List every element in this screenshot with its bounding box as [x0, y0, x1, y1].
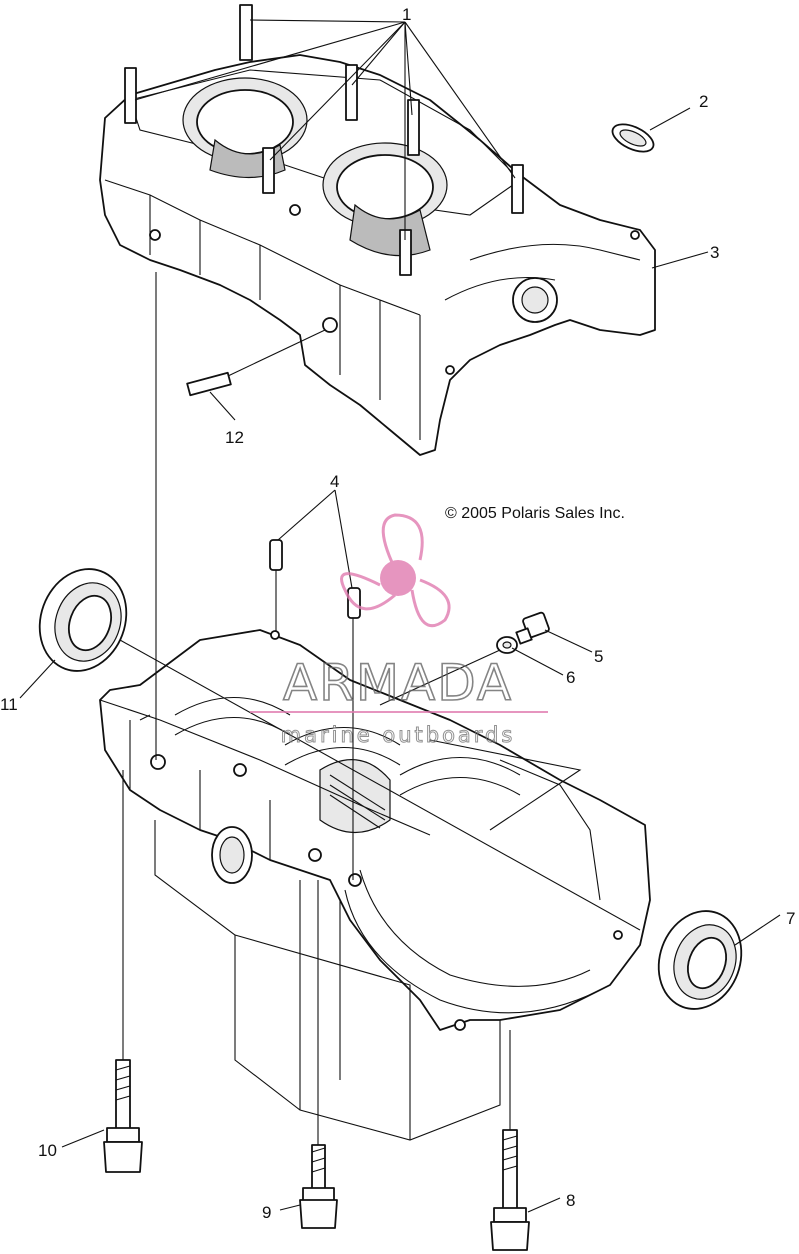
copyright-notice: © 2005 Polaris Sales Inc. [445, 505, 625, 522]
callout-12: 12 [225, 428, 244, 447]
leader-lines [19, 19, 781, 1213]
callout-2: 2 [699, 92, 708, 111]
callout-numbers: 1 2 3 4 5 6 7 8 9 10 11 12 [0, 5, 795, 1222]
callout-1: 1 [402, 5, 411, 24]
part-8-bolt [490, 1129, 530, 1251]
callout-11: 11 [0, 695, 18, 714]
part-6-washer [496, 636, 518, 654]
alignment-lines [119, 272, 641, 1145]
callout-5: 5 [594, 647, 603, 666]
callout-7: 7 [786, 909, 795, 928]
watermark-tagline: marine outboards [281, 723, 516, 747]
part-4-dowel-pins [269, 539, 361, 619]
upper-crankcase [99, 4, 656, 456]
lower-crankcase [99, 629, 651, 1031]
cylinder-studs [124, 4, 524, 276]
part-2-plug [611, 123, 655, 153]
part-5-bolt [515, 611, 550, 645]
callout-8: 8 [566, 1191, 575, 1210]
watermark-brand: ARMADA [283, 654, 513, 712]
watermark: ARMADA marine outboards [250, 513, 548, 748]
callout-4: 4 [330, 472, 339, 491]
part-12-dowel-pin [186, 329, 326, 397]
callout-3: 3 [710, 243, 719, 262]
part-7-oil-seal [657, 910, 743, 1010]
callout-9: 9 [262, 1203, 271, 1222]
callout-10: 10 [38, 1141, 57, 1160]
propeller-logo-icon [340, 513, 451, 628]
part-10-bolt [103, 1059, 143, 1173]
part-9-bolt [299, 1144, 338, 1229]
part-11-oil-seal [38, 568, 128, 672]
callout-6: 6 [566, 668, 575, 687]
